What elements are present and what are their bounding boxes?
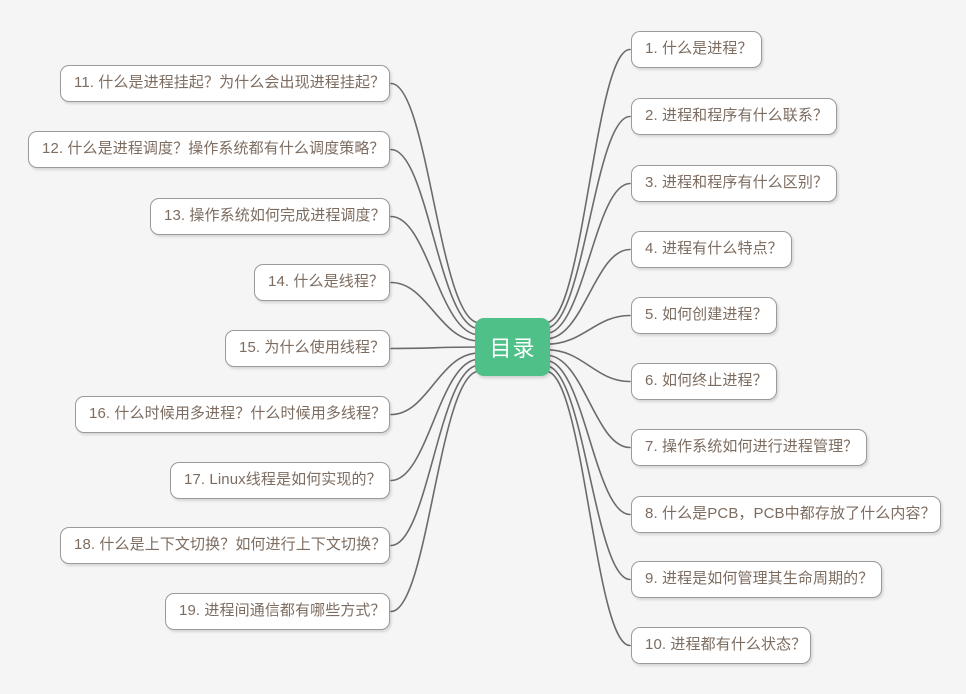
mindmap-node-label: 3. 进程和程序有什么区别？ [645, 174, 829, 191]
connector-edge [390, 148, 480, 330]
mindmap-node-left-9[interactable]: 19. 进程间通信都有哪些方式？ [165, 593, 390, 630]
mindmap-node-label: 10. 进程都有什么状态？ [645, 636, 807, 653]
connector-edge [545, 354, 631, 449]
mindmap-node-left-8[interactable]: 18. 什么是上下文切换？如何进行上下文切换？ [60, 527, 390, 564]
mindmap-node-label: 14. 什么是线程？ [268, 273, 385, 290]
mindmap-node-left-6[interactable]: 16. 什么时候用多进程？什么时候用多线程？ [75, 396, 390, 433]
connector-edge [545, 314, 631, 346]
center-node-label: 目录 [489, 336, 536, 361]
mindmap-node-left-4[interactable]: 14. 什么是线程？ [254, 264, 390, 301]
mindmap-node-label: 19. 进程间通信都有哪些方式？ [179, 602, 386, 619]
mindmap-node-left-1[interactable]: 11. 什么是进程挂起？为什么会出现进程挂起？ [60, 65, 390, 102]
connector-edge [545, 48, 631, 324]
connector-edge [390, 364, 480, 547]
connector-edge [390, 358, 480, 482]
connector-edge [545, 182, 631, 335]
connector-edge [545, 359, 631, 516]
mindmap-node-label: 7. 操作系统如何进行进程管理？ [645, 438, 859, 455]
mindmap-node-label: 13. 操作系统如何完成进程调度？ [164, 207, 386, 224]
mindmap-node-right-8[interactable]: 8. 什么是PCB，PCB中都存放了什么内容？ [631, 496, 941, 533]
mindmap-node-left-3[interactable]: 13. 操作系统如何完成进程调度？ [150, 198, 390, 235]
mindmap-node-label: 4. 进程有什么特点？ [645, 240, 783, 257]
mindmap-node-left-7[interactable]: 17. Linux线程是如何实现的？ [170, 462, 390, 499]
mindmap-node-right-2[interactable]: 2. 进程和程序有什么联系？ [631, 98, 837, 135]
connector-edge [390, 82, 480, 324]
connector-edge [545, 115, 631, 329]
mindmap-node-left-5[interactable]: 15. 为什么使用线程？ [225, 330, 390, 367]
connector-edge [390, 215, 480, 336]
mindmap-node-right-10[interactable]: 10. 进程都有什么状态？ [631, 627, 811, 664]
center-node-catalog[interactable]: 目录 [475, 318, 550, 376]
mindmap-node-label: 12. 什么是进程调度？操作系统都有什么调度策略？ [42, 140, 385, 157]
connector-edge [390, 281, 480, 342]
connector-edge [545, 348, 631, 383]
mindmap-node-right-5[interactable]: 5. 如何创建进程？ [631, 297, 777, 334]
mindmap-node-label: 9. 进程是如何管理其生命周期的？ [645, 570, 874, 587]
mindmap-node-right-3[interactable]: 3. 进程和程序有什么区别？ [631, 165, 837, 202]
mindmap-node-label: 16. 什么时候用多进程？什么时候用多线程？ [89, 405, 387, 422]
connector-edge [390, 370, 480, 613]
connector-edge [545, 370, 631, 647]
mindmap-node-right-9[interactable]: 9. 进程是如何管理其生命周期的？ [631, 561, 882, 598]
mindmap-node-right-6[interactable]: 6. 如何终止进程？ [631, 363, 777, 400]
mindmap-node-right-4[interactable]: 4. 进程有什么特点？ [631, 231, 792, 268]
mindmap-node-label: 2. 进程和程序有什么联系？ [645, 107, 829, 124]
mindmap-node-label: 17. Linux线程是如何实现的？ [184, 471, 382, 488]
mindmap-node-right-1[interactable]: 1. 什么是进程？ [631, 31, 762, 68]
connector-edge [545, 248, 631, 340]
mindmap-node-label: 1. 什么是进程？ [645, 40, 753, 57]
connector-edge [390, 346, 480, 350]
mindmap-node-left-2[interactable]: 12. 什么是进程调度？操作系统都有什么调度策略？ [28, 131, 390, 168]
mindmap-node-label: 18. 什么是上下文切换？如何进行上下文切换？ [74, 536, 387, 553]
mindmap-node-label: 15. 为什么使用线程？ [239, 339, 386, 356]
mindmap-node-label: 5. 如何创建进程？ [645, 306, 768, 323]
connector-edge [545, 365, 631, 581]
connector-edge [390, 352, 480, 416]
mindmap-node-right-7[interactable]: 7. 操作系统如何进行进程管理？ [631, 429, 867, 466]
mindmap-node-label: 6. 如何终止进程？ [645, 372, 768, 389]
mindmap-node-label: 8. 什么是PCB，PCB中都存放了什么内容？ [645, 505, 936, 522]
mindmap-node-label: 11. 什么是进程挂起？为什么会出现进程挂起？ [74, 74, 386, 91]
